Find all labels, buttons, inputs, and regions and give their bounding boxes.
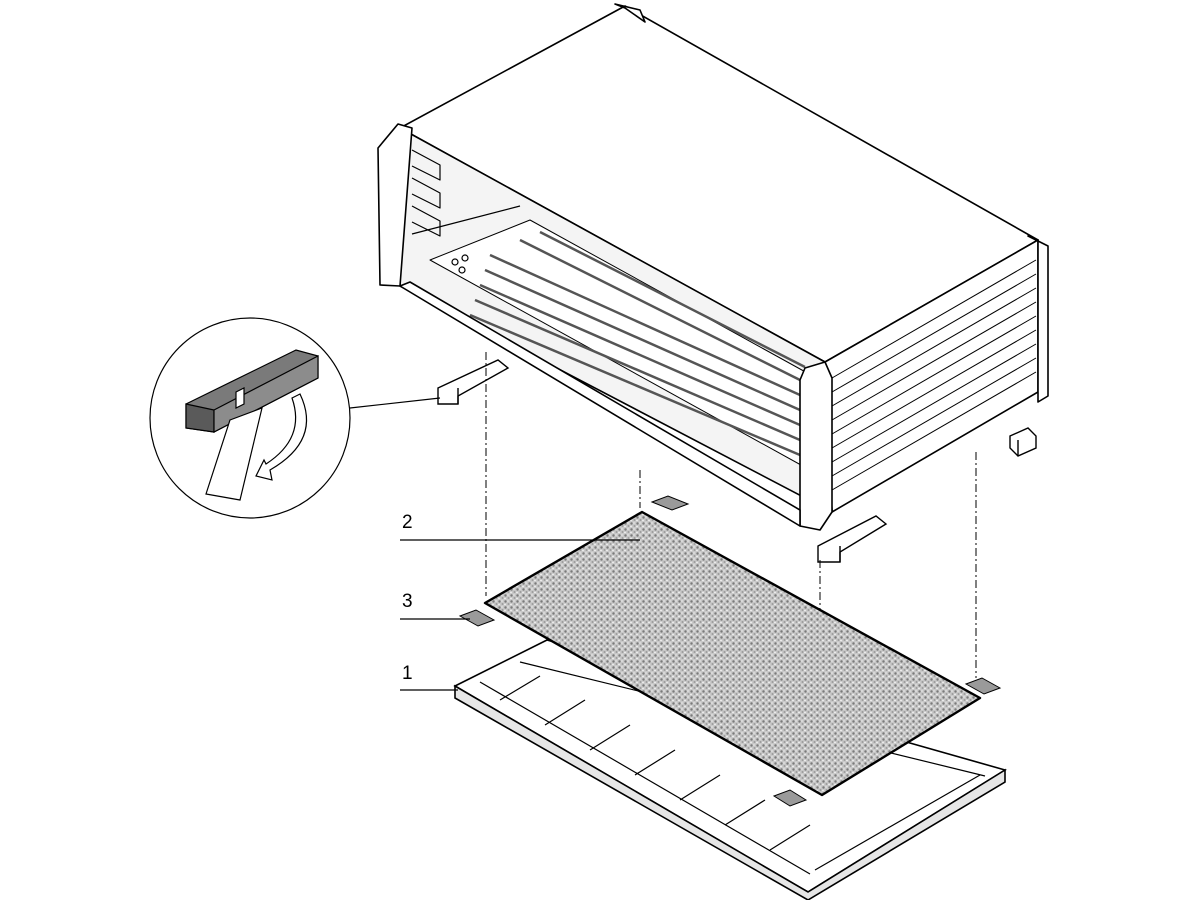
adhesive-pads: [458, 495, 1002, 807]
callout-1: 1: [402, 663, 413, 684]
rotate-arrow-icon: [255, 393, 308, 481]
side-louvres: [831, 259, 1037, 491]
magnifier-leader: [349, 397, 441, 409]
front-bottom-rail: [399, 281, 801, 527]
pad-top: [650, 495, 690, 511]
foot-right: [1009, 427, 1037, 457]
leader-lines: [400, 539, 640, 691]
pad-bottom: [772, 789, 808, 807]
detail-clip: [185, 349, 319, 501]
callout-3: 3: [402, 591, 413, 612]
floor-slots: [469, 230, 806, 457]
pad-left: [458, 609, 496, 627]
card-guides: [411, 149, 521, 274]
clip-detail-magnifier: [149, 317, 441, 519]
enclosure-case: [377, 3, 1049, 531]
clip-front: [817, 515, 888, 563]
front-frame-left: [377, 123, 413, 287]
clip-left: [437, 359, 510, 405]
rear-frame: [614, 3, 646, 23]
filter-mat: [483, 510, 982, 797]
callout-2: 2: [402, 512, 413, 533]
filter-frame: [453, 639, 1007, 900]
pad-right: [964, 677, 1002, 695]
front-frame-right: [799, 361, 833, 531]
